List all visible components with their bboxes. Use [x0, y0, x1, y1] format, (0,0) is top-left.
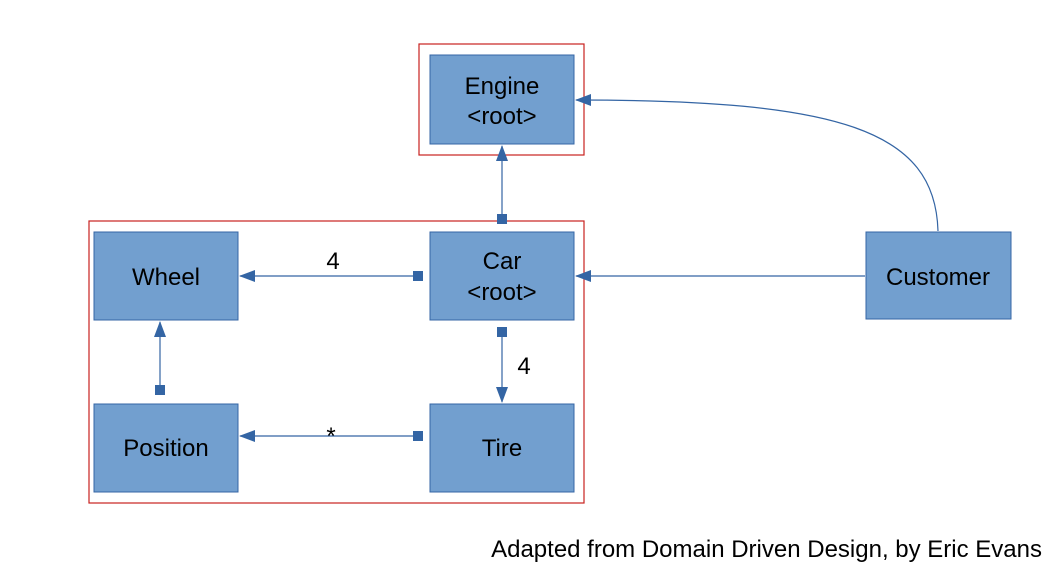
customer-node[interactable]: Customer: [865, 231, 1012, 320]
edge-tire-position[interactable]: *: [239, 423, 423, 450]
position-node[interactable]: Position: [93, 403, 239, 493]
edge-car-tire-source-marker: [497, 327, 507, 337]
edge-car-tire-multiplicity: 4: [517, 353, 530, 380]
engine-node-title: Engine: [465, 73, 540, 100]
edge-tire-position-source-marker: [413, 431, 423, 441]
edge-car-tire[interactable]: 4: [496, 327, 531, 403]
car-aggregate-boundary: [88, 220, 585, 504]
attribution-caption: Adapted from Domain Driven Design, by Er…: [491, 536, 1042, 563]
engine-node-stereotype: <root>: [467, 103, 536, 130]
car-node-stereotype: <root>: [467, 279, 536, 306]
edge-tire-position-multiplicity: *: [326, 423, 335, 450]
edge-car-wheel-multiplicity: 4: [326, 248, 339, 275]
customer-node-title: Customer: [886, 264, 990, 291]
edge-position-wheel-source-marker: [155, 385, 165, 395]
tire-node-title: Tire: [482, 435, 522, 462]
wheel-node-title: Wheel: [132, 264, 200, 291]
car-node[interactable]: Car <root>: [429, 231, 575, 321]
wheel-node[interactable]: Wheel: [93, 231, 239, 321]
position-node-title: Position: [123, 435, 208, 462]
edge-car-wheel[interactable]: 4: [239, 248, 423, 282]
edge-position-wheel[interactable]: [154, 321, 166, 395]
edge-car-engine[interactable]: [496, 145, 508, 224]
car-node-title: Car: [483, 248, 522, 275]
tire-node[interactable]: Tire: [429, 403, 575, 493]
edge-car-wheel-source-marker: [413, 271, 423, 281]
edge-customer-engine[interactable]: [575, 94, 939, 232]
edge-car-engine-source-marker: [497, 214, 507, 224]
engine-node[interactable]: Engine <root>: [429, 54, 575, 145]
